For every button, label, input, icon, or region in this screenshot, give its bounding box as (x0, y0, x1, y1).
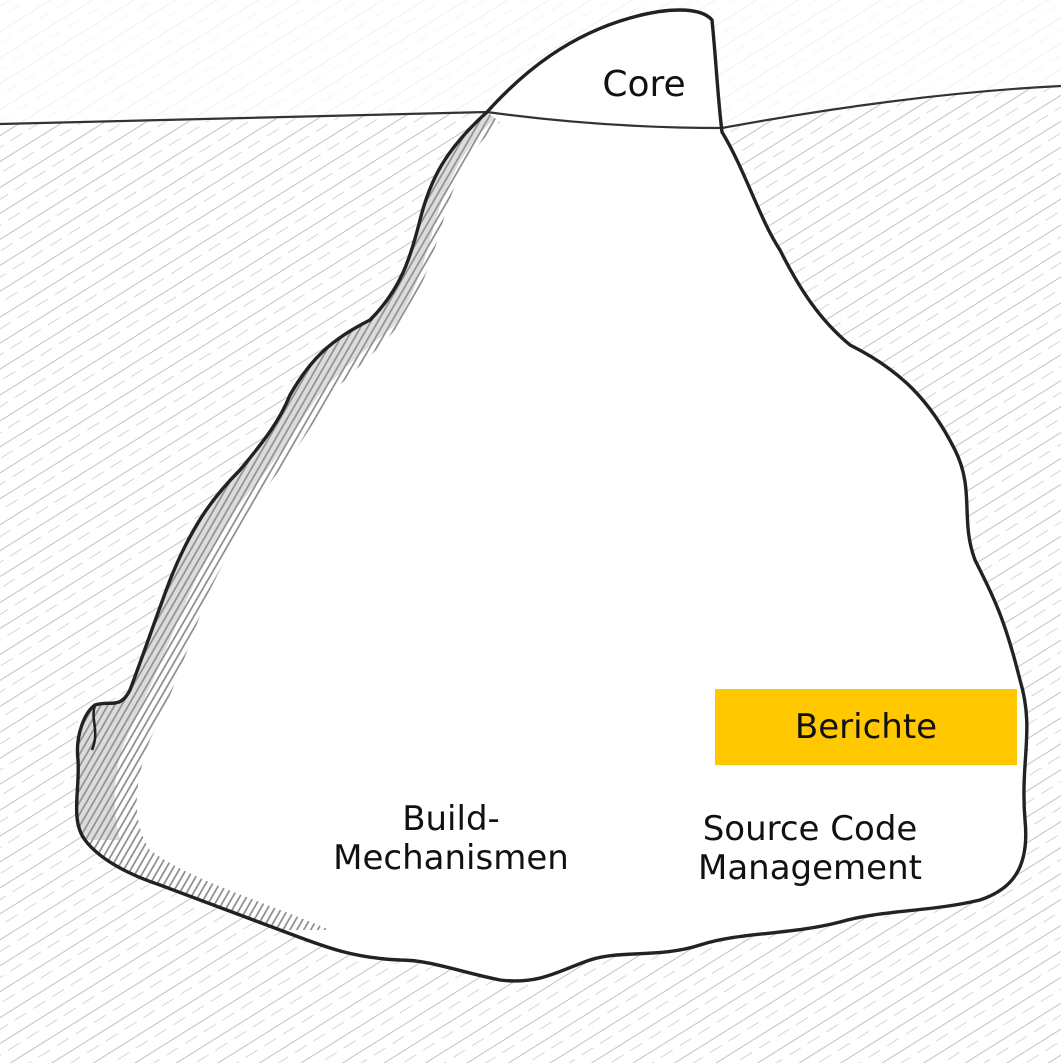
iceberg-notch (90, 704, 97, 751)
source-code-management-label: Source Code Management (650, 809, 970, 889)
build-mechanisms-label: Build- Mechanismen (296, 799, 606, 879)
core-label: Core (602, 64, 686, 105)
source-code-management-line-1: Source Code (702, 809, 918, 849)
berichte-label: Berichte (715, 689, 1017, 765)
source-code-management-line-2: Management (698, 848, 922, 889)
sky-area (0, 0, 1061, 128)
waterline (0, 84, 1061, 130)
build-mechanisms-line-1: Build- (402, 799, 500, 839)
build-mechanisms-line-2: Mechanismen (333, 838, 569, 879)
iceberg-shading (76, 112, 501, 930)
